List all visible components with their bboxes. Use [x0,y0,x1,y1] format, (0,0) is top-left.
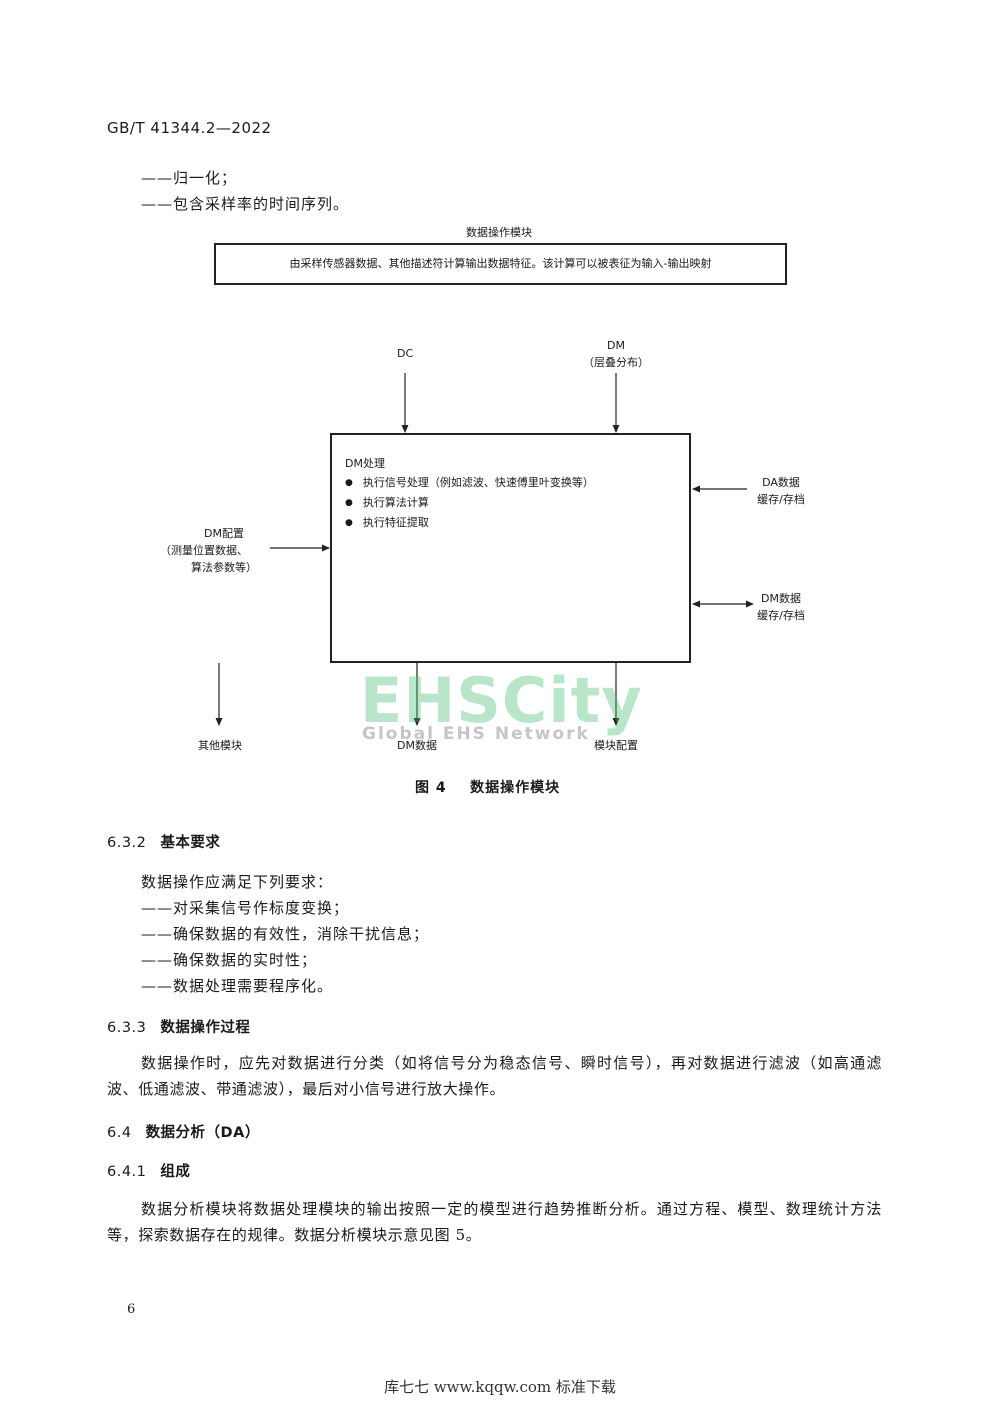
page-number: 6 [127,1302,137,1317]
section-title: 数据分析（DA） [145,1125,260,1141]
section-heading-633: 6.3.3 数据操作过程 [107,1016,250,1037]
dm-cache-label: DM数据 [761,592,801,605]
paragraph-633: 数据操作时，应先对数据进行分类（如将信号分为稳态信号、瞬时信号），再对数据进行滤… [107,1054,882,1098]
out-dm-data-label: DM数据 [397,739,437,752]
out-module-config-label: 模块配置 [594,739,638,752]
figure-top-box: 由采样传感器数据、其他描述符计算输出数据特征。该计算可以被表征为输入-输出映射 [214,243,787,285]
requirement-item: ——数据处理需要程序化。 [141,977,334,995]
figure-top-title: 数据操作模块 [466,226,532,239]
dm-label: DM [607,339,625,352]
section-number: 6.3.3 [107,1020,147,1036]
intro-list-item: ——包含采样率的时间序列。 [141,195,350,213]
dm-processing-box [330,433,691,663]
requirements-lead: 数据操作应满足下列要求： [141,873,334,891]
watermark-subtext: Global EHS Network [362,724,590,744]
dm-config-label: DM配置 [204,527,244,540]
da-cache-label: DA数据 [762,476,800,489]
dc-label: DC [397,347,414,360]
paragraph-641: 数据分析模块将数据处理模块的输出按照一定的模型进行趋势推断分析。通过方程、模型、… [107,1200,882,1244]
intro-list-item: ——归一化； [141,169,238,187]
box-bullet: 执行信号处理（例如滤波、快速傅里叶变换等） [345,473,594,493]
box-bullet: 执行特征提取 [345,513,594,533]
footer-text: 库七七 www.kqqw.com 标准下载 [384,1378,616,1396]
section-title: 数据操作过程 [160,1020,251,1036]
section-number: 6.4.1 [107,1164,147,1180]
section-title: 基本要求 [160,835,221,851]
out-other-label: 其他模块 [198,739,242,752]
requirement-item: ——对采集信号作标度变换； [141,899,350,917]
dm-processing-content: DM处理 执行信号处理（例如滤波、快速傅里叶变换等） 执行算法计算 执行特征提取 [345,454,594,533]
dm-cache-sublabel: 缓存/存档 [757,609,805,622]
section-number: 6.3.2 [107,835,147,851]
da-cache-sublabel: 缓存/存档 [757,493,805,506]
section-heading-641: 6.4.1 组成 [107,1160,190,1181]
section-heading-64: 6.4 数据分析（DA） [107,1121,260,1142]
figure-caption: 图 4 数据操作模块 [415,780,561,796]
dm-sublabel: （层叠分布） [583,356,649,369]
section-heading-632: 6.3.2 基本要求 [107,831,220,852]
dm-config-line2: （测量位置数据、 [160,544,248,557]
dm-config-line3: 算法参数等） [191,561,257,574]
box-title: DM处理 [345,457,385,470]
standard-code: GB/T 41344.2—2022 [107,119,272,137]
box-bullet: 执行算法计算 [345,493,594,513]
watermark-logo: EHSCity [360,664,643,737]
section-title: 组成 [160,1164,191,1180]
section-number: 6.4 [107,1125,132,1141]
requirement-item: ——确保数据的实时性； [141,951,318,969]
requirement-item: ——确保数据的有效性，消除干扰信息； [141,925,430,943]
